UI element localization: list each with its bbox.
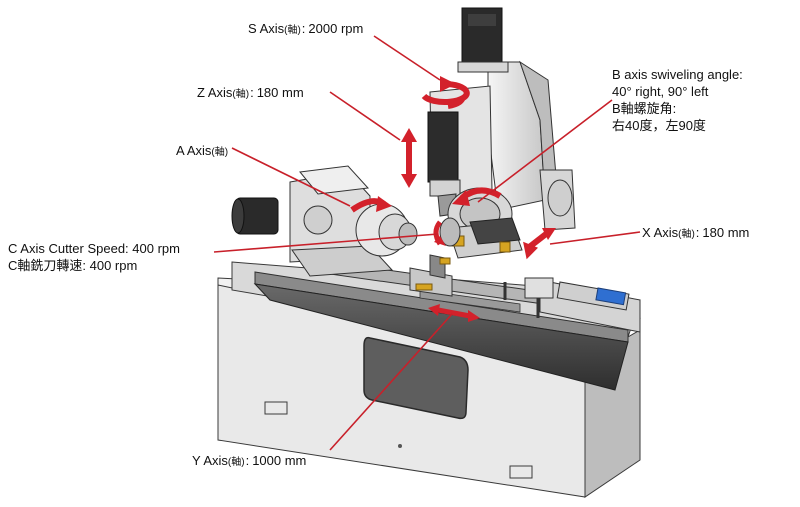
a-axis-rotation-arrow: [350, 196, 392, 213]
x-axis-label: X Axis(軸):180 mm: [642, 224, 749, 243]
tailstock: [503, 277, 641, 333]
z-axis-label: Z Axis(軸):180 mm: [197, 84, 304, 103]
z-spindle: [427, 7, 509, 217]
leader-lines: [213, 35, 641, 451]
a-axis-leader: [231, 147, 351, 207]
s-axis-leader: [373, 35, 441, 81]
x-axis-sep: :: [695, 225, 700, 240]
s-axis-sub: (軸): [284, 25, 301, 36]
a-axis-headstock: [231, 165, 418, 277]
x-axis-motion-arrow: [523, 228, 556, 260]
s-axis-rotation-arrow: [421, 76, 470, 109]
z-axis-name: Z Axis: [197, 85, 233, 100]
x-axis-name: X Axis: [642, 225, 679, 240]
column: [487, 60, 576, 231]
z-axis-motion-arrow: [401, 128, 417, 188]
z-axis-value: 180 mm: [256, 85, 304, 100]
b-axis-line2: 40° right, 90° left: [612, 84, 709, 99]
s-axis-label: S Axis(軸):2000 rpm: [248, 20, 363, 39]
y-axis-sub: (軸): [227, 457, 245, 468]
c-axis-line2: C軸銑刀轉速: 400 rpm: [8, 258, 138, 273]
s-axis-sep: :: [301, 21, 306, 36]
z-axis-sep: :: [250, 85, 254, 100]
b-axis-swivel-arrow: [452, 187, 502, 206]
x-axis-value: 180 mm: [702, 225, 750, 240]
b-axis-line1: B axis swiveling angle:: [612, 67, 743, 82]
a-axis-name: A Axis: [176, 143, 212, 158]
x-axis-sub: (軸): [678, 229, 695, 240]
c-axis-line1: C Axis Cutter Speed: 400 rpm: [8, 241, 180, 256]
b-axis-line3: B軸螺旋角:: [612, 101, 677, 116]
a-axis-sub: (軸): [211, 147, 229, 158]
z-axis-sub: (軸): [232, 89, 250, 100]
s-axis-name: S Axis: [248, 21, 285, 36]
x-axis-leader: [549, 231, 641, 245]
y-axis-motion-arrow: [428, 304, 480, 322]
s-axis-value: 2000 rpm: [308, 21, 364, 36]
work-clamp: [409, 254, 453, 297]
c-axis-label: C Axis Cutter Speed: 400 rpm C軸銑刀轉速: 400…: [8, 240, 180, 274]
y-axis-sep: :: [245, 453, 250, 468]
b-axis-line4: 右40度，左90度: [612, 118, 706, 133]
y-axis-leader: [329, 313, 453, 451]
b-axis-swivel-head: [439, 187, 523, 259]
motion-arrows: [350, 76, 556, 322]
b-axis-leader: [477, 99, 613, 203]
c-axis-rotation-arrow: [433, 220, 446, 246]
b-axis-label: B axis swiveling angle: 40° right, 90° l…: [612, 66, 743, 134]
c-axis-leader: [213, 233, 439, 253]
z-axis-leader: [329, 91, 401, 141]
y-axis-name: Y Axis: [192, 453, 228, 468]
y-axis-value: 1000 mm: [252, 453, 307, 468]
y-axis-label: Y Axis(軸):1000 mm: [192, 452, 306, 471]
a-axis-label: A Axis(軸): [176, 142, 228, 161]
